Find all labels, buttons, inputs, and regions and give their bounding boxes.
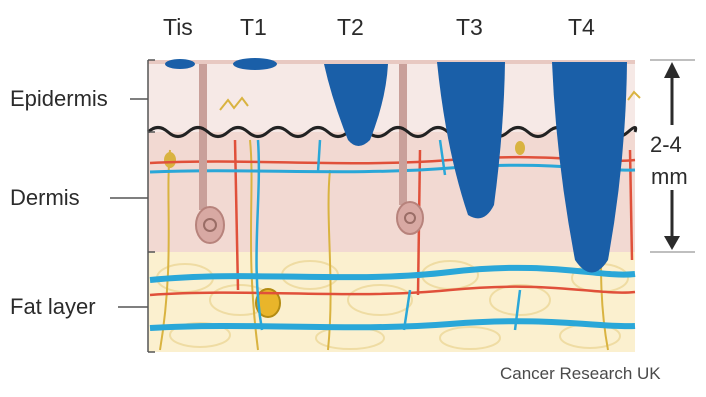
scale-unit: mm: [651, 164, 688, 190]
tumour-tis: [165, 59, 195, 69]
layer-label-epidermis: Epidermis: [10, 88, 108, 110]
stage-label-t4: T4: [568, 14, 595, 41]
scale-value: 2-4: [650, 132, 682, 158]
layer-brackets: [110, 60, 155, 352]
layer-label-dermis: Dermis: [10, 187, 80, 209]
stage-label-tis: Tis: [163, 14, 193, 41]
nerve-ending-dermis: [164, 152, 176, 168]
source-credit: Cancer Research UK: [500, 364, 661, 384]
layer-label-fat: Fat layer: [10, 296, 96, 318]
nerve-ending-right: [515, 141, 525, 155]
stage-label-t1: T1: [240, 14, 267, 41]
stage-label-t2: T2: [337, 14, 364, 41]
tumour-t1: [233, 58, 277, 70]
stage-label-t3: T3: [456, 14, 483, 41]
